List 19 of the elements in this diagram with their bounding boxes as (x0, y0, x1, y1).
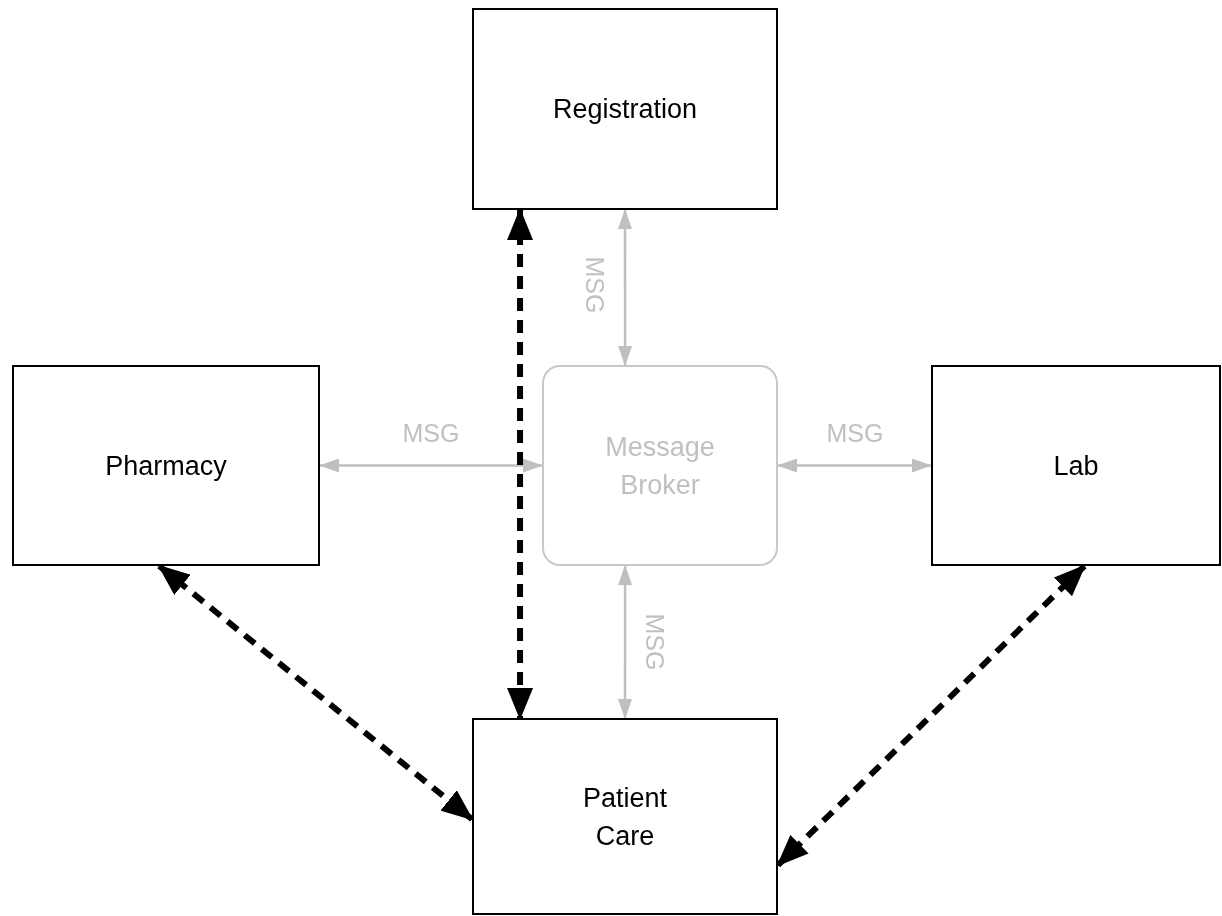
arrow (777, 458, 932, 473)
arrow (319, 458, 543, 473)
edge-label: MSG (581, 256, 609, 314)
system-box (931, 365, 1221, 566)
node-label: Lab (1053, 449, 1099, 483)
system-box (472, 718, 778, 915)
node-label: Message Broker (604, 430, 716, 502)
edge-label: MSG (641, 613, 669, 671)
system-box (472, 8, 778, 210)
edge-label: MSG (402, 419, 460, 447)
arrow (618, 209, 633, 366)
system-box (12, 365, 320, 566)
node-label: Registration (552, 93, 698, 126)
edge-label: MSG (826, 419, 884, 447)
node-label: Patient Care (581, 781, 669, 853)
dashed-arrow (507, 208, 534, 720)
arrow (618, 565, 633, 719)
broker-box (542, 365, 778, 566)
node-label: Pharmacy (105, 449, 227, 483)
